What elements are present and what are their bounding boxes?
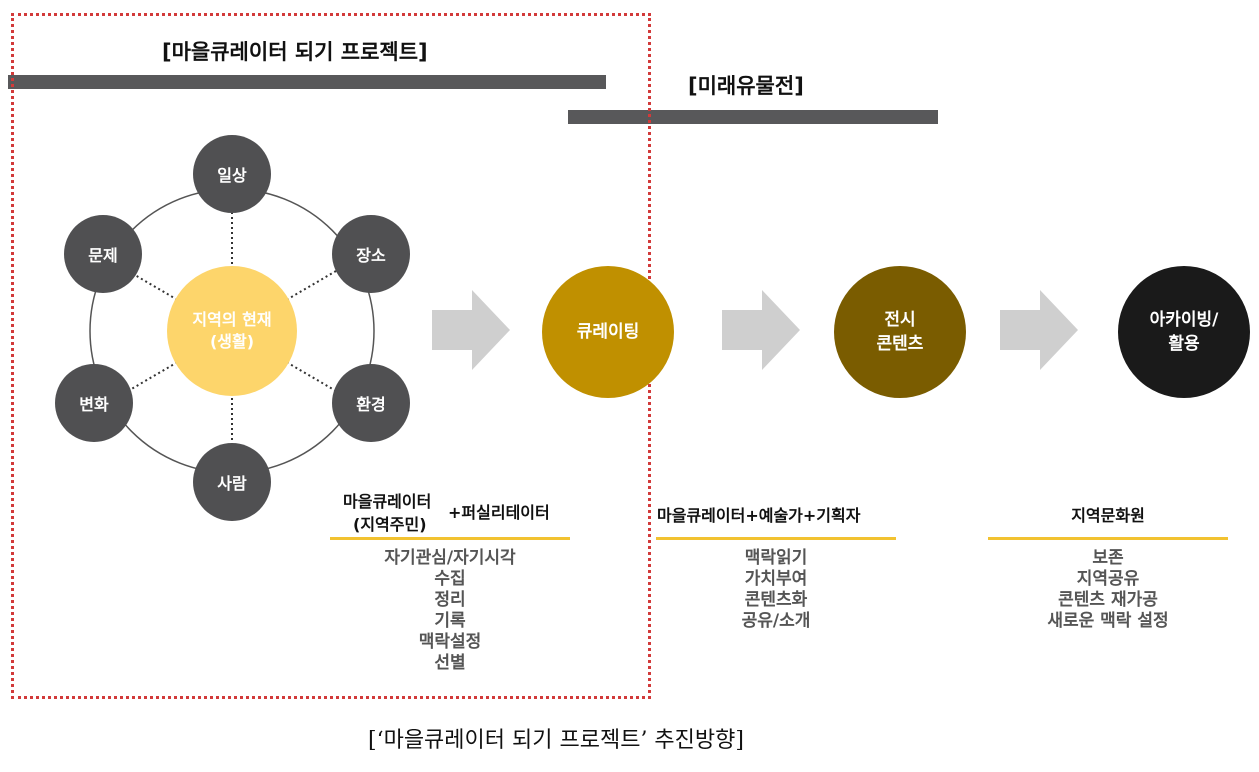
arrow-right-icon bbox=[1000, 290, 1078, 370]
future-title: [미래유물전] bbox=[688, 74, 804, 98]
spoke-lower-left bbox=[127, 362, 177, 392]
list-item: 정리 bbox=[434, 590, 466, 610]
list-item: 새로운 맥락 설정 bbox=[1047, 611, 1169, 631]
project-bar bbox=[8, 75, 606, 89]
stage-archiving-label-2: 활용 bbox=[1168, 334, 1200, 354]
list-item: 가치부여 bbox=[744, 569, 808, 589]
list-item: 선별 bbox=[434, 653, 466, 673]
arrow-right-icon bbox=[722, 290, 800, 370]
list-item: 콘텐츠화 bbox=[744, 590, 808, 610]
figure-caption: [‘마을큐레이터 되기 프로젝트’ 추진방향] bbox=[368, 728, 744, 753]
group2-actor: 마을큐레이터+예술가+기획자 bbox=[657, 506, 861, 525]
group2-divider bbox=[656, 537, 896, 540]
node-daily-life: 일상 bbox=[193, 135, 271, 213]
stage-exhibition-label-2: 콘텐츠 bbox=[876, 334, 924, 354]
stage-archiving-label-1: 아카이빙/ bbox=[1149, 310, 1219, 330]
arrow-right-icon bbox=[432, 290, 510, 370]
center-node-present-life: 지역의 현재 (생활) bbox=[167, 266, 297, 396]
list-item: 수집 bbox=[434, 569, 466, 589]
group1-actor-plus: +퍼실리테이터 bbox=[448, 503, 550, 522]
list-item: 맥락읽기 bbox=[744, 548, 808, 568]
spoke-upper-right bbox=[287, 270, 337, 300]
list-item: 기록 bbox=[434, 611, 466, 631]
spoke-lower-right bbox=[287, 362, 337, 392]
group1-actor-sub: (지역주민) bbox=[353, 515, 427, 534]
project-title: [마을큐레이터 되기 프로젝트] bbox=[162, 40, 428, 64]
center-label-line-2: (생활) bbox=[209, 332, 255, 351]
node-place: 장소 bbox=[332, 215, 410, 293]
list-item: 자기관심/자기시각 bbox=[384, 548, 516, 568]
list-item: 공유/소개 bbox=[741, 611, 811, 631]
stage-exhibition-content: 전시 콘텐츠 bbox=[834, 266, 966, 398]
stage-curating-label: 큐레이팅 bbox=[576, 322, 640, 342]
list-item: 콘텐츠 재가공 bbox=[1058, 590, 1158, 610]
spoke-upper-left bbox=[127, 270, 177, 300]
stage-curating: 큐레이팅 bbox=[542, 266, 674, 398]
center-label-line-1: 지역의 현재 bbox=[192, 310, 272, 329]
stage-archiving-use: 아카이빙/ 활용 bbox=[1118, 266, 1250, 398]
list-item: 맥락설정 bbox=[418, 632, 482, 652]
node-people: 사람 bbox=[193, 443, 271, 521]
list-item: 보존 bbox=[1092, 548, 1124, 568]
future-bar bbox=[568, 110, 938, 124]
stage-exhibition-label-1: 전시 bbox=[884, 310, 916, 330]
group1-actor-main: 마을큐레이터 bbox=[343, 492, 432, 511]
list-item: 지역공유 bbox=[1076, 569, 1140, 589]
group3-actor: 지역문화원 bbox=[1071, 506, 1145, 525]
group1-divider bbox=[330, 537, 570, 540]
node-change: 변화 bbox=[55, 364, 133, 442]
node-environment: 환경 bbox=[332, 364, 410, 442]
group3-divider bbox=[988, 537, 1228, 540]
node-problem: 문제 bbox=[64, 215, 142, 293]
